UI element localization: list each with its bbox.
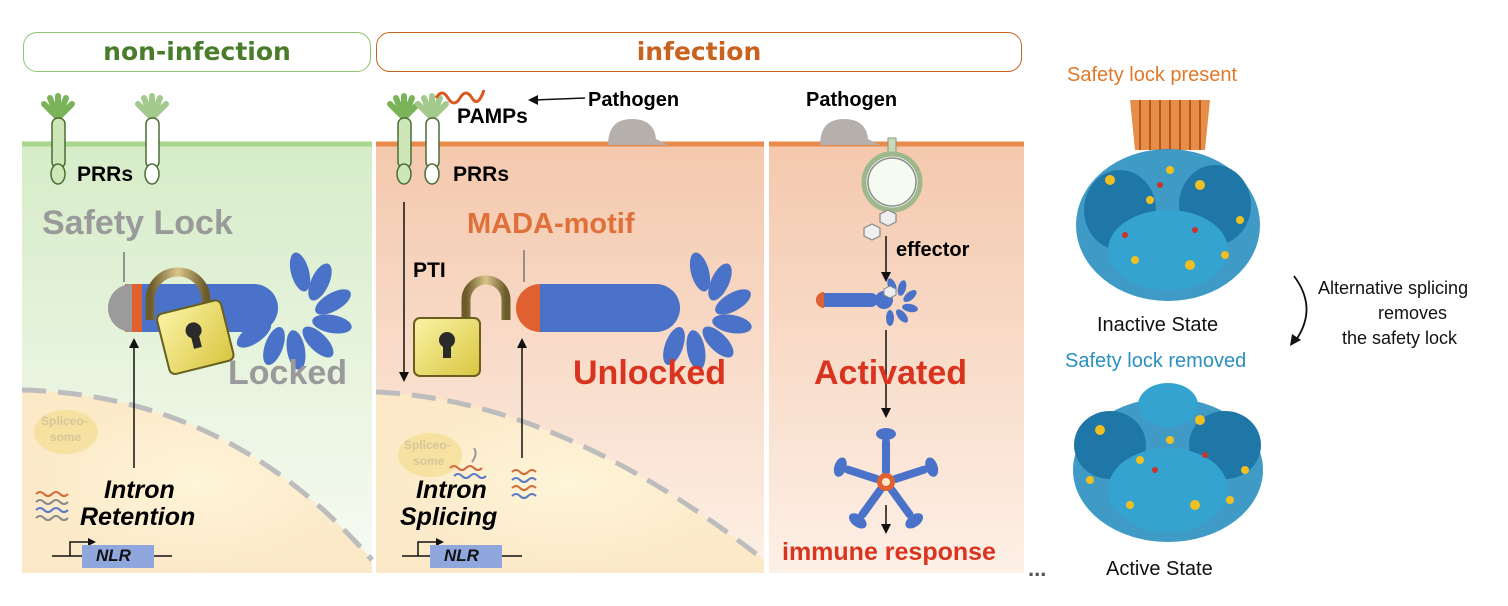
safety-lock-present-label: Safety lock present <box>1067 64 1238 86</box>
pathogen-label-1: Pathogen <box>588 89 680 111</box>
small-nlr-protein <box>816 278 918 326</box>
spliceosome-2 <box>398 433 462 477</box>
ellipsis: ... <box>1028 556 1047 581</box>
unlocked-label: Unlocked <box>573 354 727 392</box>
intron-label-1a: Intron <box>104 476 175 504</box>
safety-lock-label: Safety Lock <box>42 204 233 242</box>
activated-label: Activated <box>814 354 968 392</box>
prr-receptor-1 <box>41 93 75 185</box>
gene-track-2 <box>402 538 522 568</box>
active-structure <box>1073 383 1263 542</box>
prr-receptor-4 <box>415 93 449 185</box>
gene-track-1 <box>52 538 172 568</box>
curved-arrow <box>1293 275 1308 341</box>
alt-splicing-line1: Alternative splicing <box>1318 278 1469 298</box>
header-non-infection: non-infection <box>23 32 371 72</box>
resistosome <box>833 428 939 529</box>
mrna-squiggles-2 <box>449 447 537 499</box>
prr-receptor-2 <box>135 93 169 185</box>
immune-response-label: immune response <box>782 538 996 566</box>
effector-hex-2 <box>863 223 881 241</box>
prrs-label-2: PRRs <box>453 163 510 186</box>
intron-label-1b: Retention <box>80 503 196 531</box>
spliceosome-label-2b: some <box>413 454 445 468</box>
gene-label-2: NLR <box>444 546 479 565</box>
spliceosome-1 <box>34 410 98 454</box>
pamps-squiggle <box>434 89 486 105</box>
effector-label: effector <box>896 239 970 261</box>
prrs-label-1: PRRs <box>77 163 134 186</box>
locked-label: Locked <box>228 354 348 392</box>
inactive-structure <box>1076 100 1260 301</box>
active-state-label: Active State <box>1106 558 1213 580</box>
spliceosome-label-1a: Spliceo- <box>41 414 88 428</box>
pathogen-shape-2 <box>820 119 880 145</box>
pathogen-shape-1 <box>608 119 668 145</box>
alt-splicing-line2: removes <box>1378 303 1448 323</box>
unlocked-nlr-protein <box>516 252 752 370</box>
inactive-state-label: Inactive State <box>1097 314 1219 336</box>
intron-label-2b: Splicing <box>400 503 498 531</box>
open-padlock <box>413 275 511 377</box>
haustorium <box>861 137 923 213</box>
pathogen-label-2: Pathogen <box>806 89 898 111</box>
gene-label-1: NLR <box>96 546 131 565</box>
mrna-squiggles-1 <box>35 491 69 521</box>
prr-receptor-3 <box>387 93 421 185</box>
nucleus-1 <box>22 390 372 573</box>
effector-hex-1 <box>879 209 897 227</box>
pti-label: PTI <box>413 259 446 282</box>
safety-lock-removed-label: Safety lock removed <box>1065 350 1247 372</box>
spliceosome-label-2a: Spliceo- <box>404 438 451 452</box>
header-infection: infection <box>376 32 1022 72</box>
pamps-label: PAMPs <box>457 105 528 128</box>
alt-splicing-line3: the safety lock <box>1342 328 1458 348</box>
nucleus-2 <box>376 392 764 573</box>
intron-label-2a: Intron <box>416 476 487 504</box>
mada-motif-label: MADA-motif <box>467 208 635 240</box>
closed-padlock <box>145 267 235 376</box>
spliceosome-label-1b: some <box>50 430 82 444</box>
